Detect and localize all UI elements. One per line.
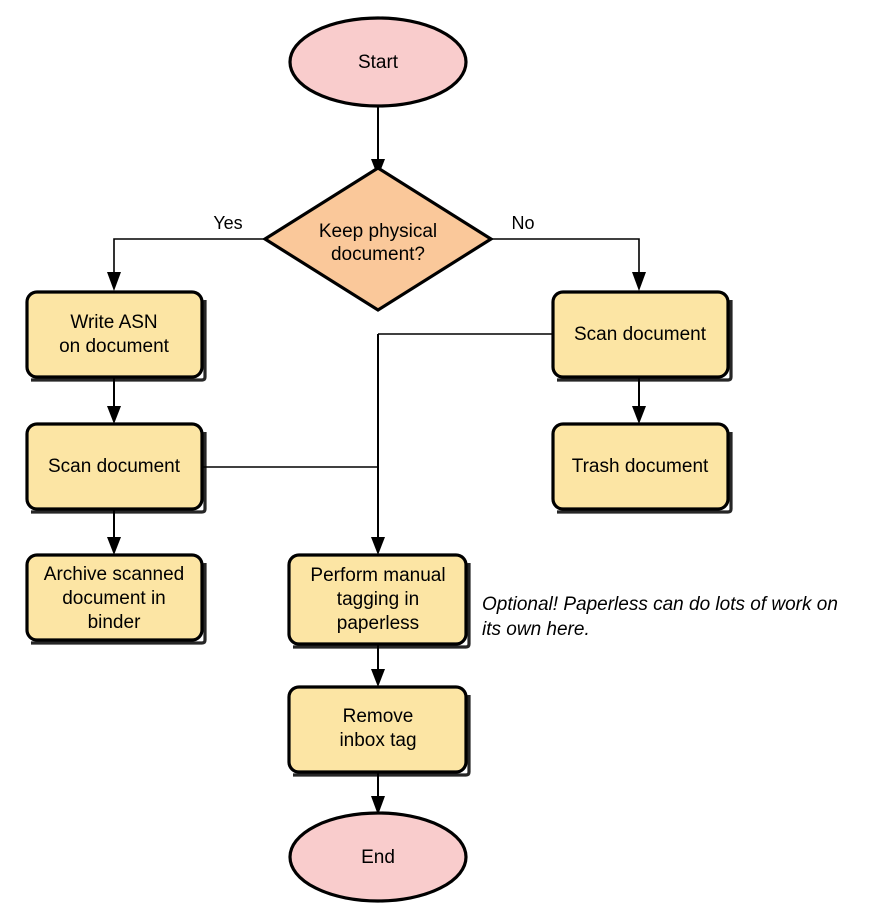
box-shadow	[31, 300, 207, 382]
node-manual-tagging-label-line1: Perform manual	[310, 565, 445, 586]
edge-line	[491, 238, 640, 278]
node-remove-inbox-tag-label-line2: inbox tag	[339, 730, 416, 751]
node-decision[interactable]: Keep physical document?	[261, 166, 495, 312]
edge-label-no: No	[511, 213, 534, 233]
arrow-head-icon	[107, 537, 121, 555]
edge-scanleft-to-archive	[107, 510, 121, 555]
arrow-head-icon	[371, 796, 385, 815]
node-trash[interactable]: Trash document	[551, 422, 733, 514]
edge-decision-no	[491, 238, 646, 291]
write-asn-box-shape	[25, 290, 204, 379]
optional-note-line2: its own here.	[482, 619, 590, 640]
arrow-head-icon	[371, 537, 385, 555]
box-shadow	[557, 300, 733, 382]
edge-tagging-to-remove	[371, 644, 385, 687]
arrow-head-icon	[371, 669, 385, 687]
node-decision-label-line1: Keep physical	[319, 221, 437, 242]
edge-trunk-to-tagging	[371, 334, 385, 555]
box-shadow	[293, 563, 471, 649]
box-shadow	[293, 695, 471, 777]
box-shadow	[31, 432, 207, 514]
node-archive-binder-label-line1: Archive scanned	[44, 564, 184, 585]
annotation-optional-note: Optional! Paperless can do lots of work …	[482, 594, 838, 640]
arrow-head-icon	[107, 406, 121, 424]
arrow-head-icon	[632, 406, 646, 424]
end-ellipse-shape	[288, 811, 468, 903]
node-remove-inbox-tag-label-line1: Remove	[343, 706, 414, 727]
node-trash-label: Trash document	[572, 456, 709, 477]
scan-left-box-shape	[25, 422, 204, 511]
node-end[interactable]: End	[288, 811, 468, 903]
optional-note-line1: Optional! Paperless can do lots of work …	[482, 594, 838, 615]
box-shadow	[31, 563, 207, 645]
node-scan-right[interactable]: Scan document	[551, 290, 733, 382]
arrow-head-icon	[632, 272, 646, 291]
edge-scanright-to-trash	[632, 378, 646, 424]
scan-right-box-shape	[551, 290, 730, 379]
box-shadow	[557, 432, 733, 514]
edge-writeasn-to-scanleft	[107, 378, 121, 424]
decision-diamond-shape	[261, 166, 495, 312]
node-end-label: End	[361, 847, 395, 868]
node-start[interactable]: Start	[288, 16, 468, 108]
node-decision-label-line2: document?	[331, 244, 425, 265]
node-write-asn-label-line2: on document	[59, 336, 170, 357]
node-scan-right-label: Scan document	[574, 324, 707, 345]
node-start-label: Start	[358, 52, 399, 73]
node-manual-tagging-label-line2: tagging in	[337, 589, 419, 610]
node-scan-left-label: Scan document	[48, 456, 181, 477]
edge-decision-yes	[107, 238, 265, 291]
node-write-asn-label-line1: Write ASN	[70, 312, 157, 333]
node-archive-binder-label-line3: binder	[88, 612, 141, 633]
edge-start-to-decision	[371, 103, 385, 177]
edge-remove-to-end	[371, 772, 385, 815]
edge-label-yes: Yes	[213, 213, 242, 233]
node-archive-binder-label-line2: document in	[62, 588, 166, 609]
node-remove-inbox-tag[interactable]: Remove inbox tag	[287, 685, 471, 777]
arrow-head-icon	[107, 272, 121, 291]
start-ellipse-shape	[288, 16, 468, 108]
node-archive-binder[interactable]: Archive scanned document in binder	[25, 553, 207, 645]
node-manual-tagging-label-line3: paperless	[337, 613, 419, 634]
remove-inbox-tag-box-shape	[287, 685, 468, 774]
edge-line	[113, 238, 265, 278]
manual-tagging-box-shape	[287, 553, 468, 646]
trash-box-shape	[551, 422, 730, 511]
node-manual-tagging[interactable]: Perform manual tagging in paperless	[287, 553, 471, 649]
archive-binder-box-shape	[25, 553, 204, 642]
node-write-asn[interactable]: Write ASN on document	[25, 290, 207, 382]
node-scan-left[interactable]: Scan document	[25, 422, 207, 514]
